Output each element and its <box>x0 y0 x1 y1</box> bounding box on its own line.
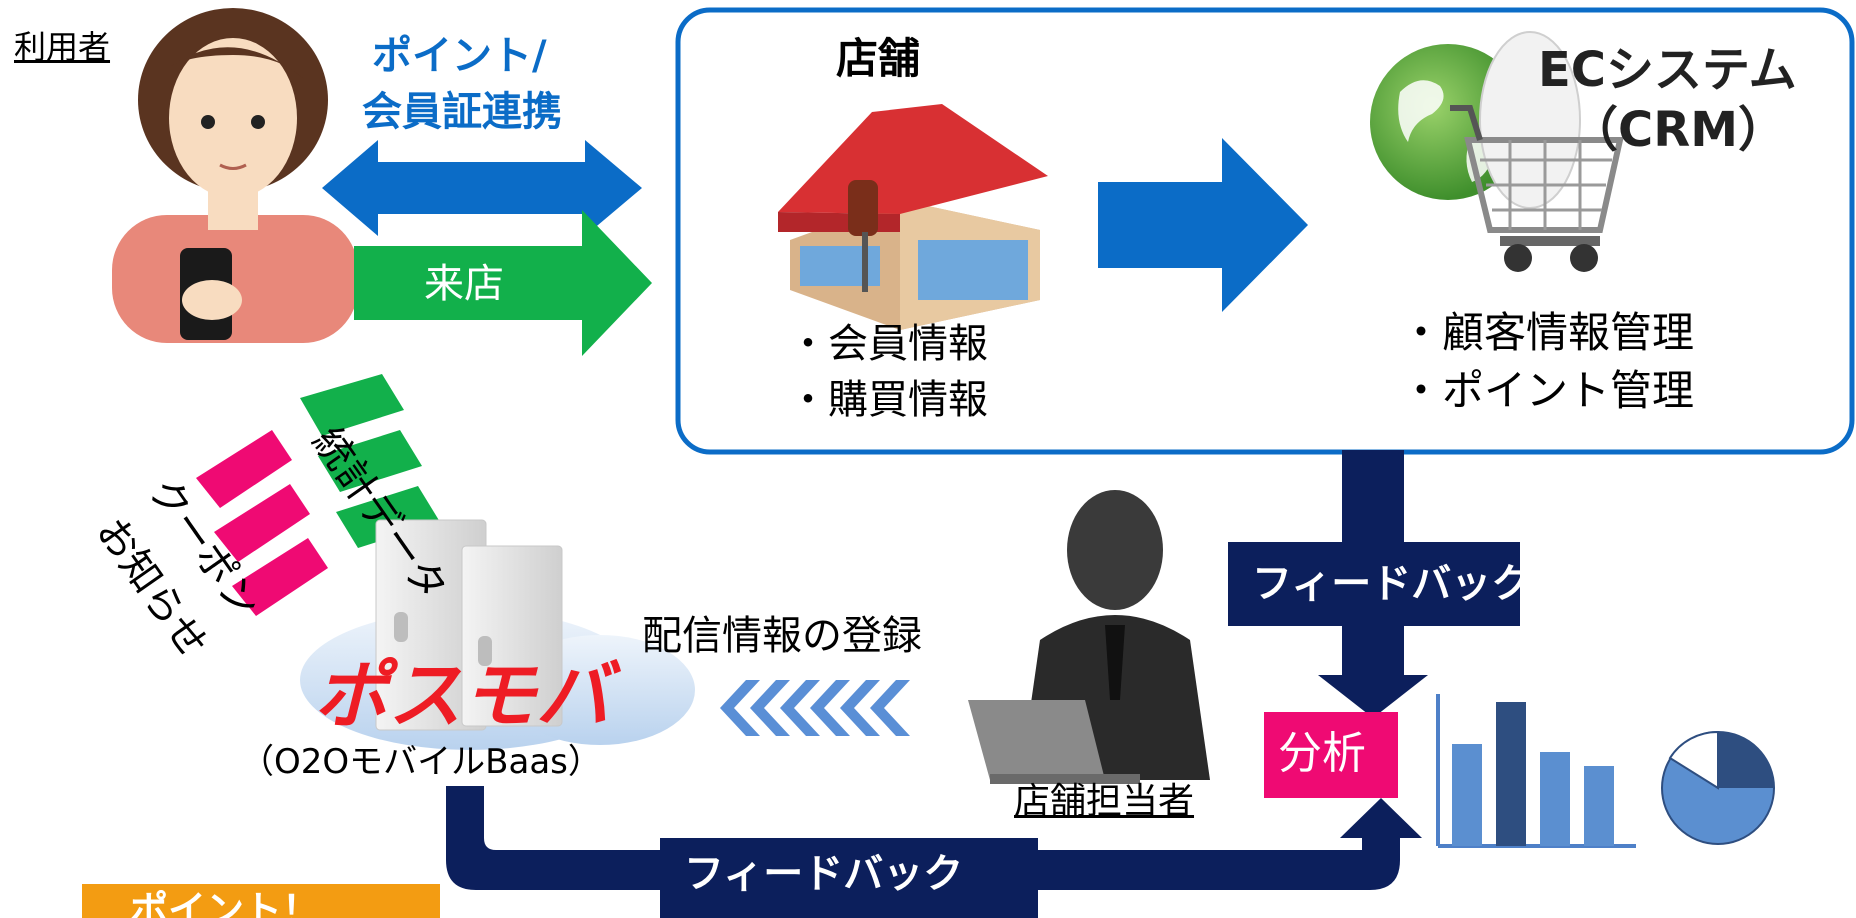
visit-arrow <box>354 210 652 356</box>
point-link-label: ポイント/ <box>372 33 547 79</box>
restaurant-building-icon <box>778 104 1048 330</box>
pie-chart-icon <box>1661 730 1775 845</box>
ec-system-title: ECシステム <box>1538 42 1797 98</box>
ec-info-customer: ・顧客情報管理 <box>1400 308 1695 357</box>
point-link-arrow <box>322 140 642 236</box>
point-badge-box <box>82 884 440 918</box>
store-info-purchase: ・購買情報 <box>788 377 988 423</box>
member-link-label: 会員証連携 <box>362 89 562 135</box>
analysis-label: 分析 <box>1278 728 1366 779</box>
businessman-laptop-icon <box>968 490 1210 784</box>
store-to-ec-arrow <box>1098 138 1308 312</box>
coupon-push-chevrons <box>196 430 328 616</box>
feedback-bottom-label: フィードバック <box>684 851 964 897</box>
posmoba-logo-text: ポスモバ <box>314 653 610 739</box>
store-info-member: ・会員情報 <box>788 321 988 367</box>
point-badge-label: ポイント！ <box>130 890 321 918</box>
staff-label: 店舗担当者 <box>1014 781 1195 822</box>
feedback-top-label: フィードバック <box>1252 561 1532 607</box>
posmoba-subtitle: （O2OモバイルBaas） <box>240 742 602 782</box>
woman-with-phone-icon <box>112 8 358 343</box>
feedback-bottom-arrow <box>446 786 1422 918</box>
server-cloud-icon <box>300 519 695 750</box>
user-label: 利用者 <box>14 28 111 66</box>
visit-label: 来店 <box>424 261 504 307</box>
analysis-box <box>1264 712 1398 798</box>
crm-title: （CRM） <box>1570 102 1786 158</box>
store-title: 店舗 <box>836 34 921 83</box>
feedback-down-arrow <box>1228 450 1520 718</box>
stats-upload-chevrons <box>300 374 440 548</box>
registration-chevrons <box>720 680 910 736</box>
ec-info-point: ・ポイント管理 <box>1400 366 1695 415</box>
bar-chart-icon <box>1436 694 1636 848</box>
globe-shopping-cart-icon <box>1370 31 1624 272</box>
dist-register-label: 配信情報の登録 <box>642 613 922 659</box>
